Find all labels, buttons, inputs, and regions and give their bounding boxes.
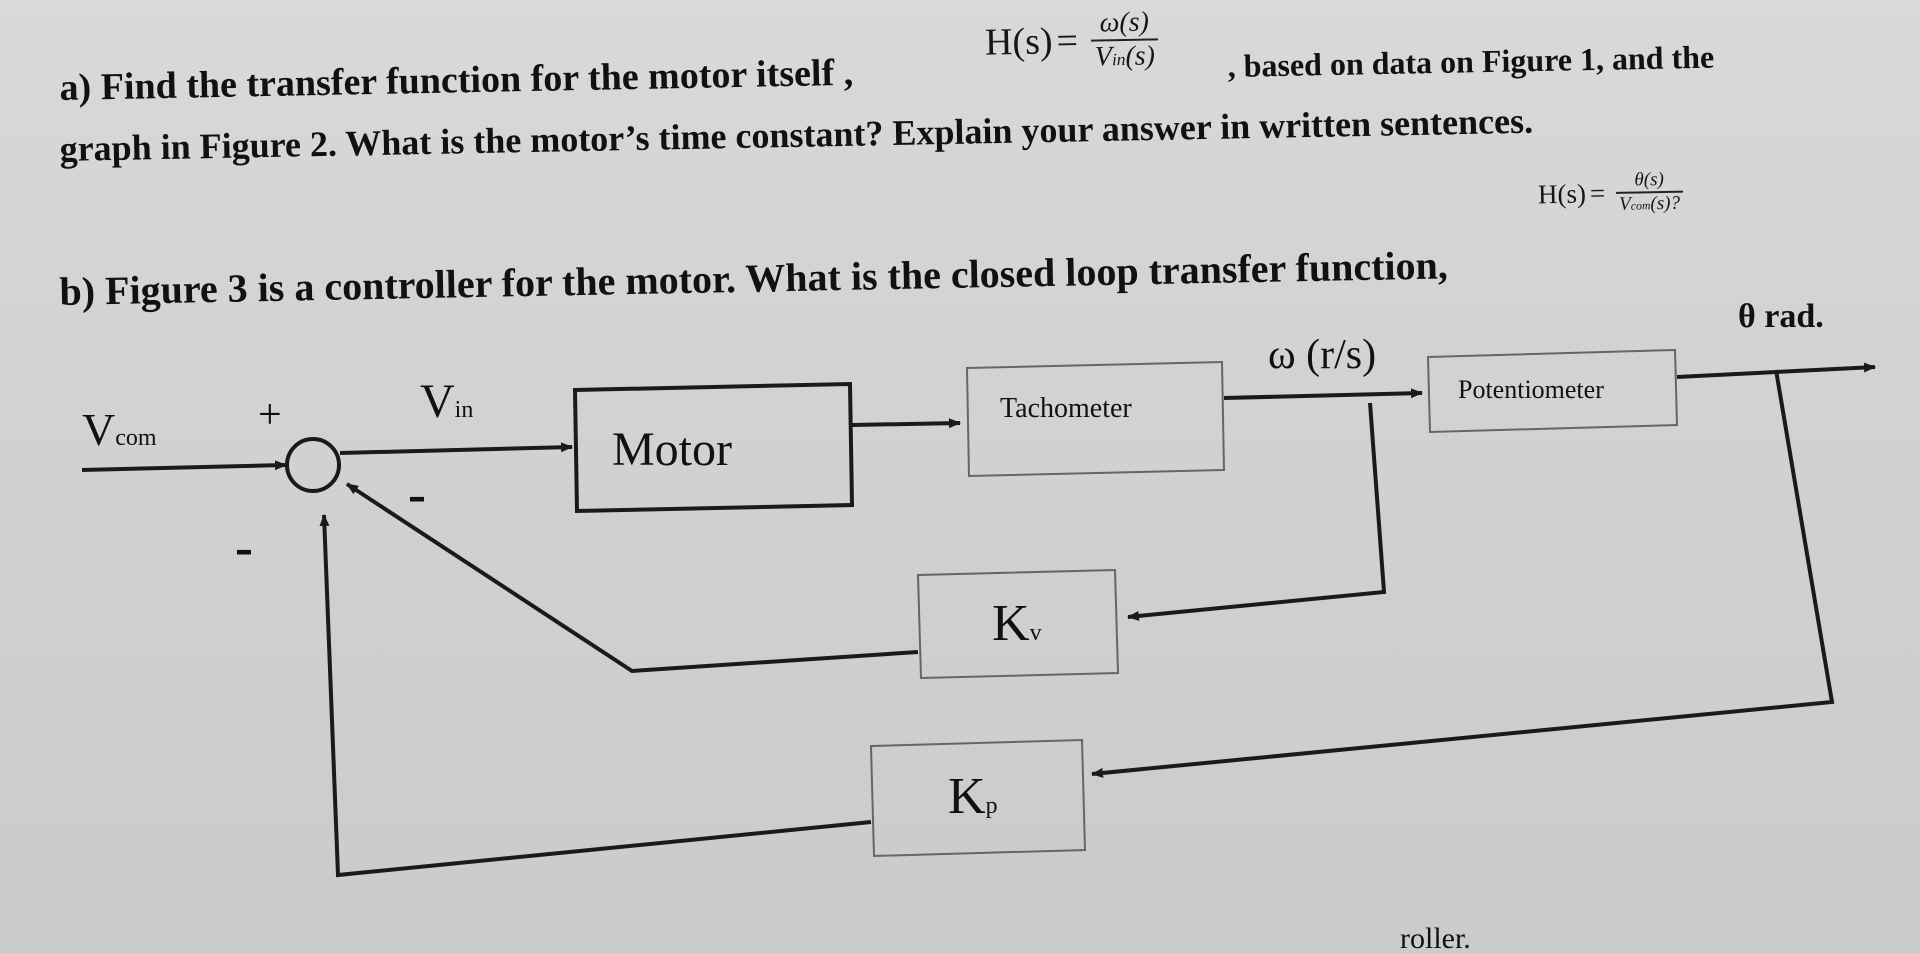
potentiometer-label: Potentiometer — [1458, 375, 1604, 404]
minus-sign-left-label: - — [235, 517, 253, 577]
vin-arrow — [339, 442, 573, 455]
kv-label: Kv — [992, 595, 1042, 652]
kv-output-path — [345, 482, 919, 674]
omega-label: ω (r/s) — [1268, 332, 1376, 378]
minus-sign-right-label: - — [408, 464, 426, 524]
input-arrow — [81, 460, 287, 472]
plus-sign-label: + — [258, 392, 282, 438]
motor-label: Motor — [612, 423, 732, 476]
position-feedback-path — [1091, 369, 1835, 778]
kv-block — [916, 568, 1120, 680]
kp-output-path — [319, 514, 872, 878]
summing-junction — [285, 437, 341, 493]
potentiometer-block — [1426, 348, 1679, 434]
theta-label: θ rad. — [1738, 298, 1824, 335]
vin-label: Vin — [420, 375, 473, 428]
vcom-label: Vcom — [82, 404, 157, 455]
kp-block — [869, 738, 1087, 858]
velocity-feedback-path — [1127, 402, 1387, 621]
omega-arrow — [1223, 388, 1423, 400]
motor-to-tachometer-arrow — [851, 418, 961, 429]
tachometer-label: Tachometer — [1000, 393, 1132, 424]
footer-fragment: roller. — [1400, 922, 1471, 953]
tachometer-block — [965, 360, 1226, 478]
kp-label: Kp — [948, 768, 998, 825]
motor-block — [572, 381, 855, 514]
